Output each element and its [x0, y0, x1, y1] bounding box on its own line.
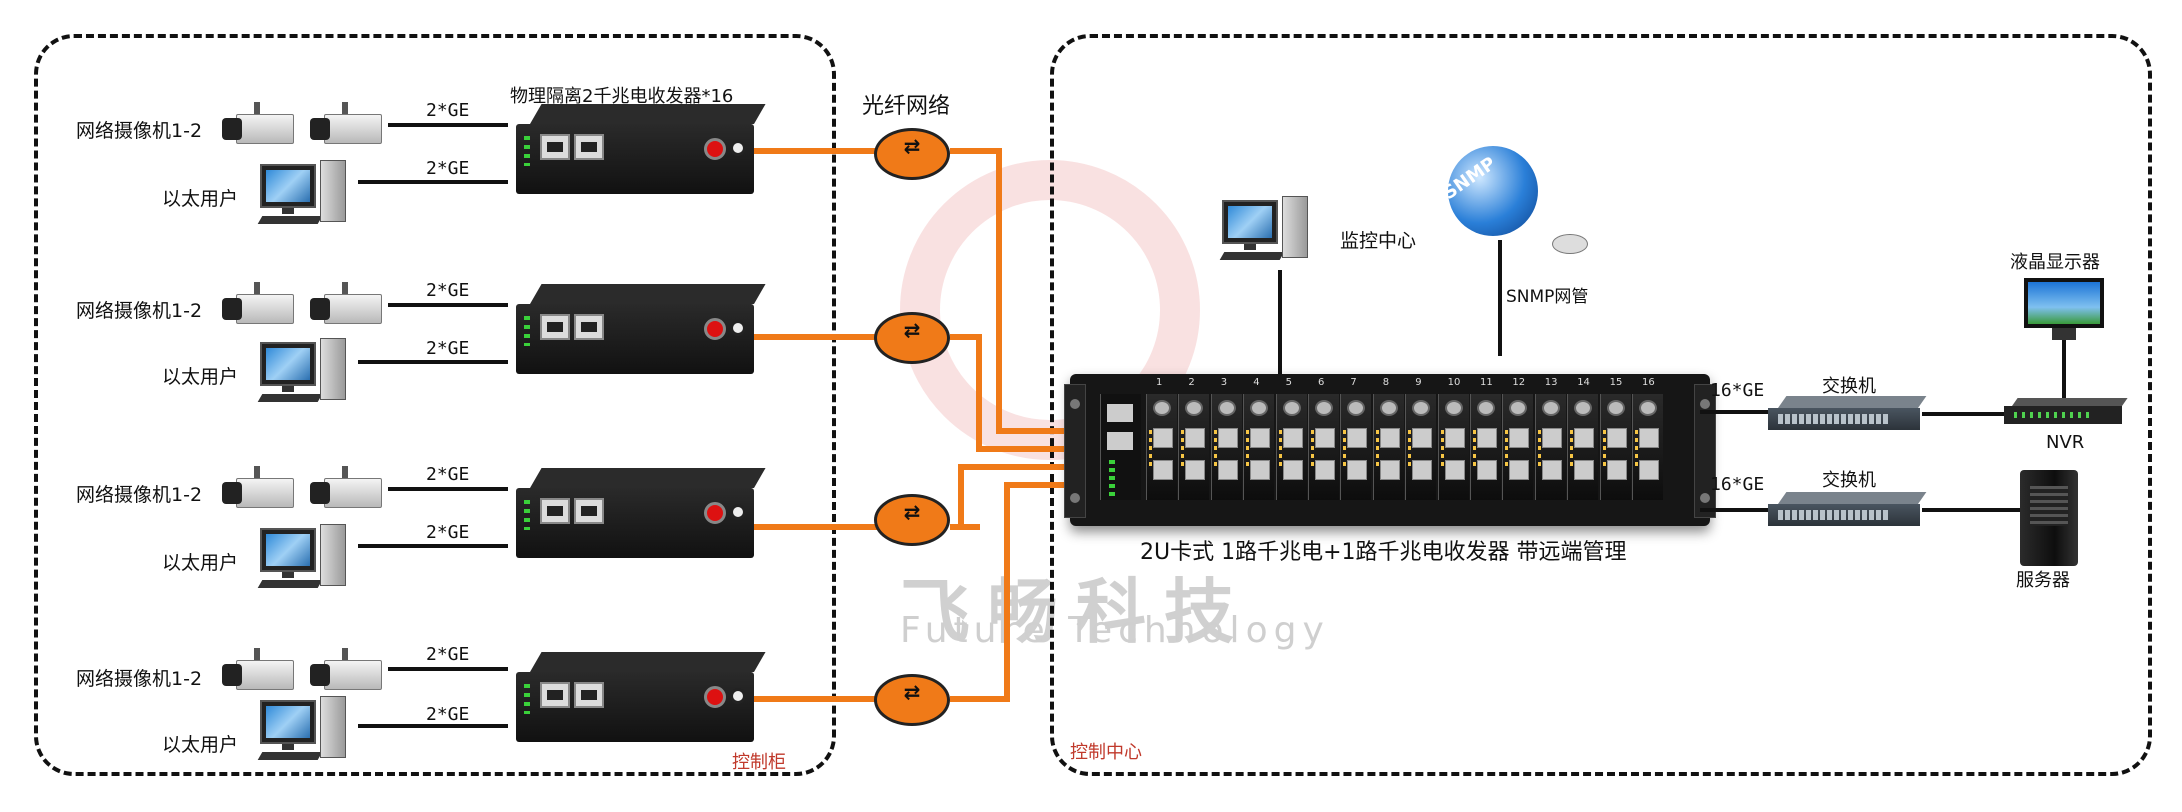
- server-icon: [2020, 470, 2078, 566]
- computer-icon: [257, 696, 350, 766]
- camera-icon: [310, 648, 382, 694]
- lcd-monitor-icon: [2024, 278, 2104, 340]
- card-slot: [1372, 394, 1404, 500]
- card-slot: [1340, 394, 1372, 500]
- camera-icon: [310, 466, 382, 512]
- link-label: 2*GE: [426, 522, 470, 543]
- slot-number: 15: [1609, 377, 1623, 388]
- card-slot: [1210, 394, 1242, 500]
- slot-number: 2: [1188, 377, 1195, 388]
- slot-number: 10: [1447, 377, 1461, 388]
- link-label: 2*GE: [426, 338, 470, 359]
- slot-number: 1: [1156, 377, 1163, 388]
- switch-device: [1768, 396, 1927, 430]
- fiber-network-icon: ⇄: [874, 674, 950, 726]
- server-label: 服务器: [2016, 570, 2070, 591]
- transceiver-device: [516, 104, 766, 194]
- rack-caption: 2U卡式 1路千兆电+1路千兆电收发器 带远端管理: [1140, 540, 1627, 565]
- link-label: 2*GE: [426, 280, 470, 301]
- slot-number: 14: [1577, 377, 1590, 388]
- card-slot: [1146, 394, 1177, 500]
- lcd-label: 液晶显示器: [2010, 252, 2100, 273]
- control-center-label: 控制中心: [1070, 742, 1142, 763]
- card-slot: [1599, 394, 1631, 500]
- control-cabinet-panel: [34, 34, 836, 776]
- fiber-network-icon: ⇄: [874, 312, 950, 364]
- slot-number: 8: [1382, 377, 1390, 388]
- camera-icon: [222, 282, 294, 328]
- transceiver-device: [516, 468, 766, 558]
- card-slot: [1632, 394, 1663, 500]
- monitor-center-label: 监控中心: [1340, 230, 1417, 252]
- camera-icon: [310, 102, 382, 148]
- camera-icon: [310, 282, 382, 328]
- switch-link-label: 16*GE: [1710, 474, 1765, 495]
- monitor-center-computer-icon: [1219, 196, 1312, 266]
- fiber-network-label: 光纤网络: [862, 94, 951, 119]
- camera-label: 网络摄像机1-2: [76, 484, 203, 506]
- link-label: 2*GE: [426, 704, 470, 725]
- card-slot: [1567, 394, 1599, 500]
- slot-number: 5: [1285, 377, 1292, 388]
- camera-label: 网络摄像机1-2: [76, 300, 203, 322]
- mouse-icon: [1552, 234, 1588, 254]
- slot-number: 12: [1512, 377, 1526, 388]
- transceiver-title: 物理隔离2千兆电收发器*16: [510, 86, 734, 107]
- slot-number: 9: [1415, 377, 1422, 388]
- management-module: [1100, 394, 1141, 500]
- link-label: 2*GE: [426, 464, 470, 485]
- computer-icon: [257, 524, 350, 594]
- nvr-label: NVR: [2046, 432, 2085, 453]
- card-slot: [1243, 394, 1275, 500]
- watermark-cn: 飞畅科技: [900, 571, 1252, 653]
- link-label: 2*GE: [426, 158, 470, 179]
- watermark-en: Future Technology: [900, 610, 1330, 651]
- switch-label: 交换机: [1822, 470, 1876, 491]
- card-slot: [1308, 394, 1339, 500]
- snmp-label: SNMP网管: [1506, 287, 1589, 307]
- camera-icon: [222, 648, 294, 694]
- switch-device: [1768, 492, 1927, 526]
- slot-number: 6: [1318, 377, 1325, 388]
- fiber-network-icon: ⇄: [874, 128, 950, 180]
- card-slot: [1470, 394, 1501, 500]
- link-label: 2*GE: [426, 644, 470, 665]
- slot-number: 16: [1642, 377, 1655, 388]
- cabinet-label: 控制柜: [732, 752, 786, 773]
- control-center-panel: [1050, 34, 2152, 776]
- slot-number: 4: [1253, 377, 1260, 388]
- user-label: 以太用户: [162, 366, 239, 388]
- transceiver-device: [516, 284, 766, 374]
- computer-icon: [257, 160, 350, 230]
- computer-icon: [257, 338, 350, 408]
- camera-label: 网络摄像机1-2: [76, 120, 203, 142]
- switch-label: 交换机: [1822, 376, 1876, 397]
- card-slot: [1275, 394, 1307, 500]
- fiber-network-icon: ⇄: [874, 494, 950, 546]
- camera-label: 网络摄像机1-2: [76, 668, 203, 690]
- slot-number: 11: [1480, 377, 1493, 388]
- camera-icon: [222, 102, 294, 148]
- slot-number: 7: [1350, 377, 1357, 388]
- card-slot: [1178, 394, 1210, 500]
- user-label: 以太用户: [162, 188, 239, 210]
- card-slot: [1534, 394, 1566, 500]
- nvr-device: [2004, 398, 2128, 424]
- card-slot: [1405, 394, 1437, 500]
- user-label: 以太用户: [162, 552, 239, 574]
- switch-link-label: 16*GE: [1710, 380, 1765, 401]
- transceiver-device: [516, 652, 766, 742]
- user-label: 以太用户: [162, 734, 239, 756]
- snmp-globe-icon: [1448, 146, 1538, 236]
- card-slot: [1437, 394, 1469, 500]
- card-slot: [1502, 394, 1534, 500]
- link-label: 2*GE: [426, 100, 470, 121]
- camera-icon: [222, 466, 294, 512]
- slot-number: 13: [1544, 377, 1558, 388]
- slot-number: 3: [1220, 377, 1228, 388]
